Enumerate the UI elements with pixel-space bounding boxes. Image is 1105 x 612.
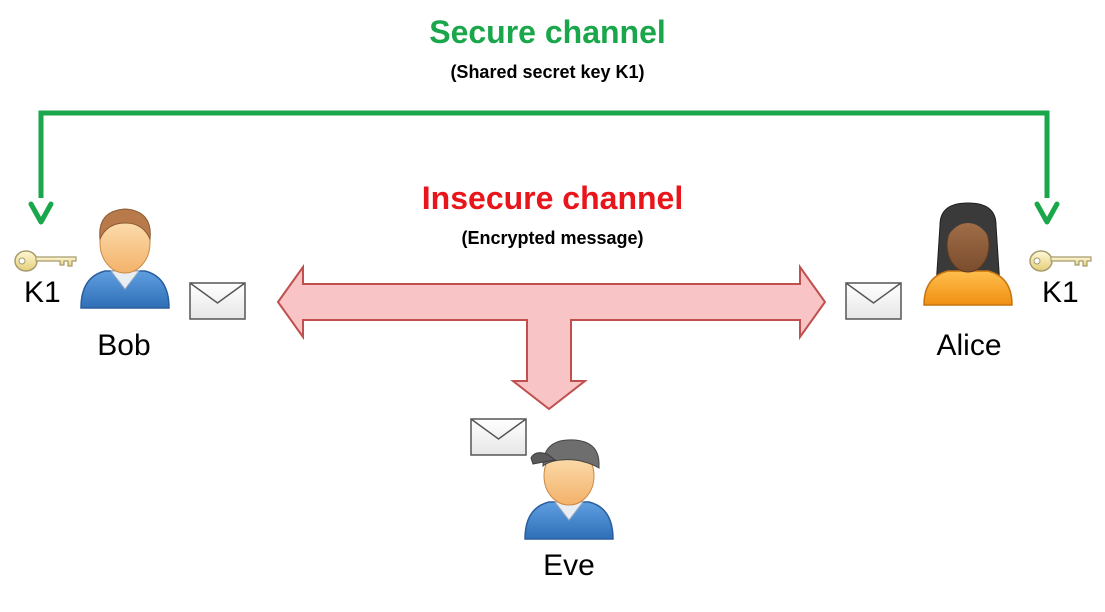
alice-envelope-icon: [845, 282, 902, 320]
bob-key-label: K1: [24, 276, 61, 309]
bob-name: Bob: [97, 329, 151, 362]
secure-channel-line: [38, 110, 1050, 198]
insecure-channel-subtitle: (Encrypted message): [461, 228, 644, 248]
eve-name: Eve: [543, 549, 595, 582]
alice-key-label: K1: [1042, 276, 1079, 309]
eve-avatar-icon: [524, 439, 614, 540]
alice-key-icon: [1029, 250, 1092, 272]
insecure-channel-title: Insecure channel: [421, 180, 684, 216]
secure-channel-connector: [28, 110, 1060, 225]
secure-channel-title: Secure channel: [429, 14, 666, 50]
bob-key-icon: [14, 250, 77, 272]
eve-envelope-icon: [470, 418, 527, 456]
secure-arrowhead-left: [28, 201, 54, 225]
bob-envelope-icon: [189, 282, 246, 320]
secure-channel-subtitle: (Shared secret key K1): [450, 62, 645, 82]
alice-name: Alice: [936, 329, 1002, 362]
secure-arrowhead-right: [1034, 201, 1060, 225]
bob-avatar-icon: [80, 208, 170, 309]
insecure-channel-arrow: [276, 263, 827, 411]
alice-avatar-icon: [923, 202, 1013, 306]
